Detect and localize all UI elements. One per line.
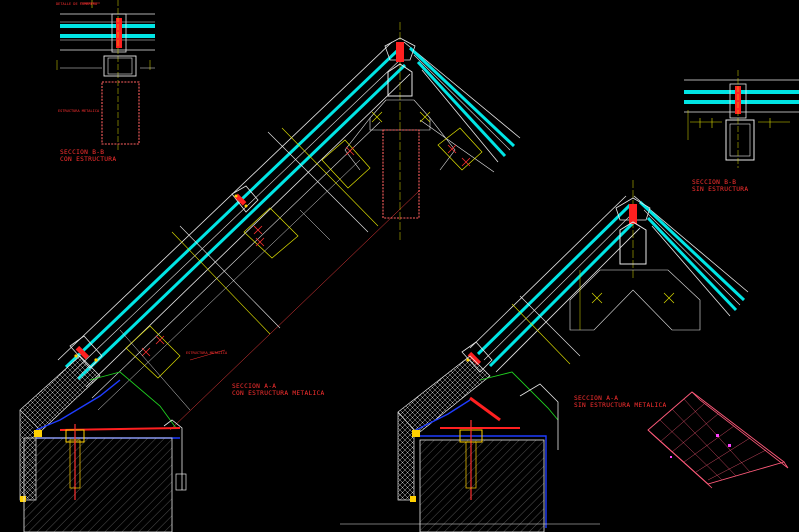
detail-a-a-con-estructura: ESTRUCTURA METALICA SECCION A-A CON ESTR…	[19, 22, 521, 532]
top-right-sub-label: SIN ESTRUCTURA	[692, 186, 748, 193]
right-eave-profile	[340, 341, 600, 532]
left-slope-glazing	[57, 41, 421, 431]
bracket-boxes	[125, 127, 483, 379]
main-left-heading-label: SECCION A-A	[232, 383, 276, 390]
detail-b-b-con-estructura: DETALLE DE CUMBRERA ESTRUCTURA METALICA …	[56, 0, 155, 163]
right-slope-glazing	[403, 41, 521, 173]
roof-3d-sketch	[647, 391, 789, 489]
ridge-profile	[344, 22, 456, 240]
main-left-sub-label: CON ESTRUCTURA METALICA	[232, 390, 325, 397]
main-right-sub-label: SIN ESTRUCTURA METALICA	[574, 402, 667, 409]
right-right-slope-glazing	[633, 195, 749, 317]
main-left-note-label: ESTRUCTURA METALICA	[186, 351, 228, 355]
detail-b-b-sin-estructura: SECCION B-B SIN ESTRUCTURA	[684, 70, 799, 193]
eave-profile	[19, 335, 187, 532]
detail-a-a-sin-estructura: SECCION A-A SIN ESTRUCTURA METALICA	[340, 180, 749, 532]
top-left-sub-label: CON ESTRUCTURA	[60, 156, 116, 163]
top-left-heading-label: SECCION B-B	[60, 149, 104, 156]
top-title-label: DETALLE DE CUMBRERA	[56, 2, 98, 6]
main-right-heading-label: SECCION A-A	[574, 395, 618, 402]
transverse-lines	[119, 127, 379, 411]
top-right-heading-label: SECCION B-B	[692, 179, 736, 186]
mid-clamp	[231, 185, 259, 213]
right-ridge-profile	[511, 180, 701, 365]
right-left-slope-glazing	[469, 195, 641, 373]
top-left-note-label: ESTRUCTURA METALICA	[58, 109, 100, 113]
